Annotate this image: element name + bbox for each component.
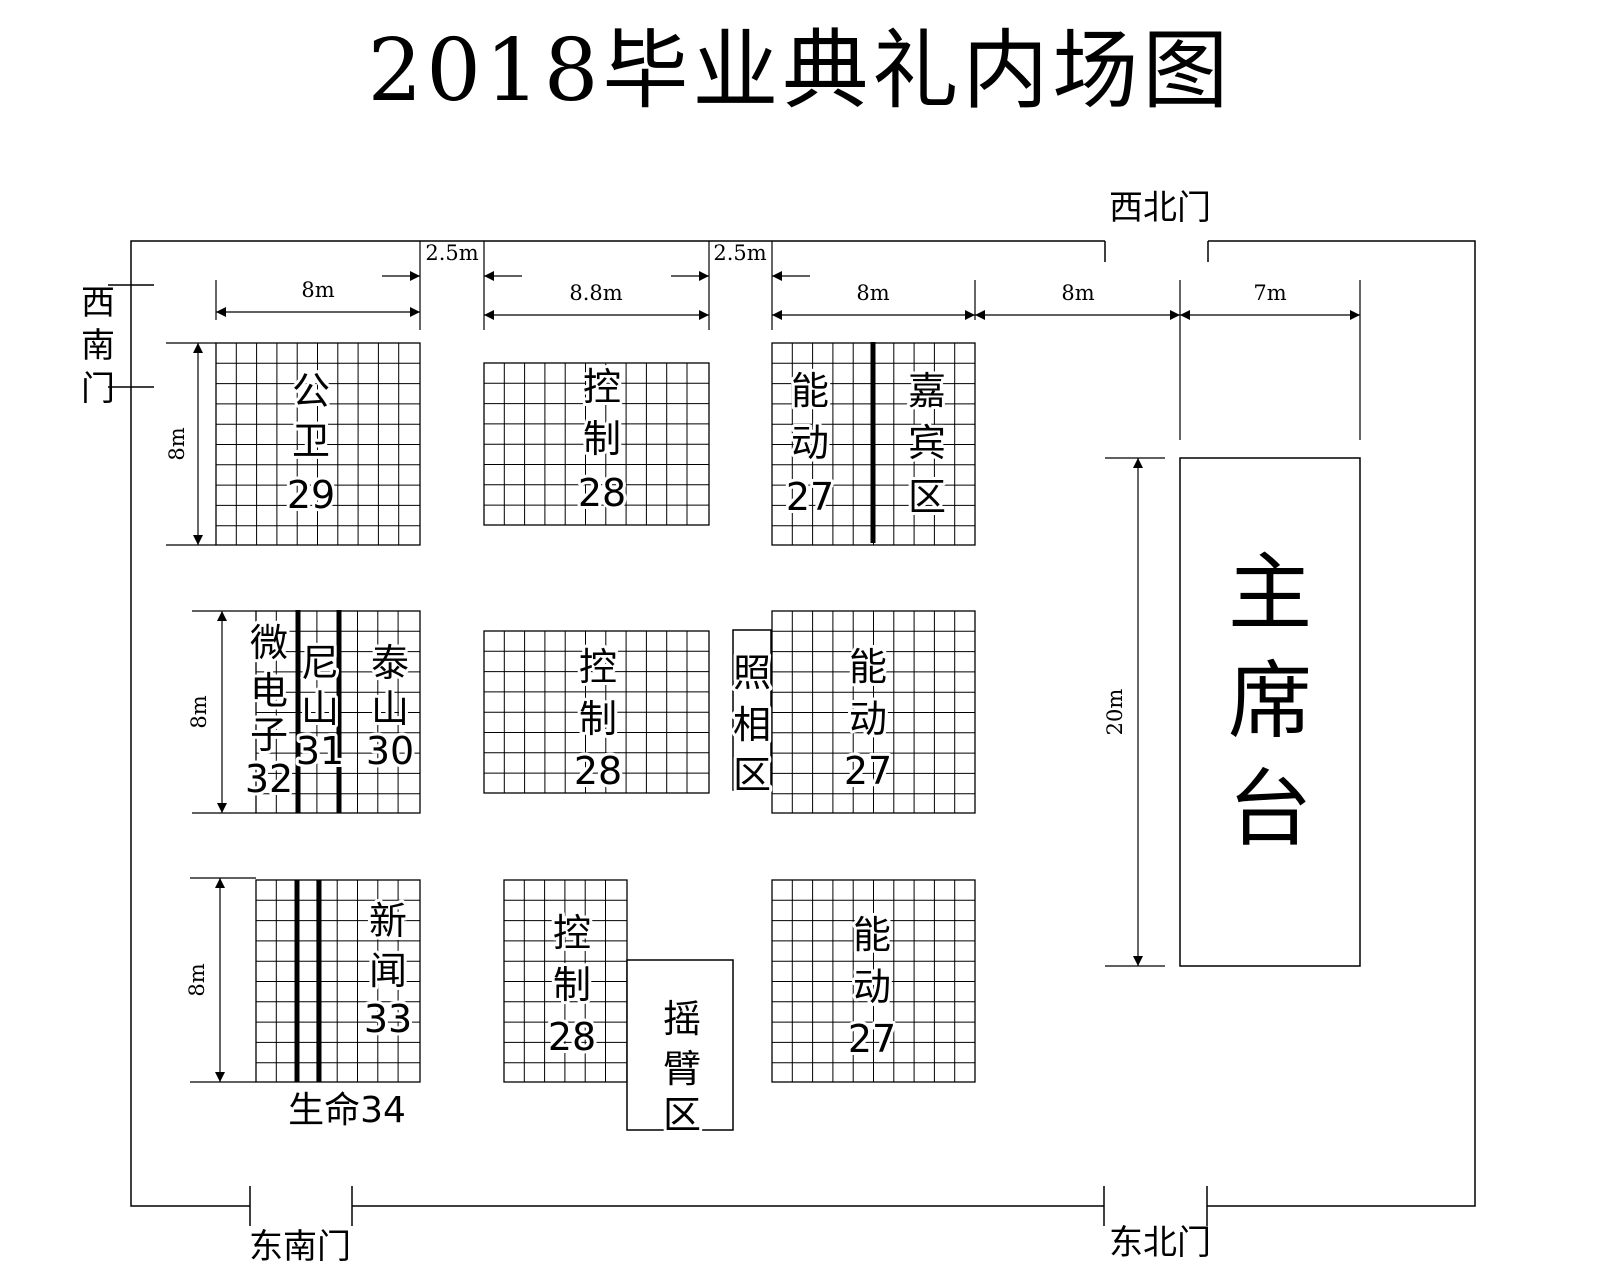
area-yaobi-label: 摇 — [663, 997, 701, 1041]
area-nishan-label: 尼 — [301, 641, 339, 685]
area-nengdong-label: 27 — [844, 749, 892, 793]
crane-zone — [626, 959, 734, 1131]
area-weidianzi-label: 32 — [245, 757, 293, 801]
seating-block-grid — [483, 362, 710, 526]
area-nishan-label: 31 — [296, 729, 344, 773]
gate-southwest-char: 西 — [81, 283, 115, 323]
area-jiabin-label: 宾 — [908, 421, 946, 465]
gate-southwest-char: 门 — [81, 369, 115, 409]
area-nengdong-label: 动 — [791, 421, 829, 465]
dimension-label: 8m — [165, 427, 189, 460]
area-gongwei-label: 公 — [292, 369, 330, 413]
seating-block-grid — [771, 879, 976, 1083]
area-kongzhi-label: 控 — [579, 645, 617, 689]
area-xinwen-label: 33 — [364, 997, 412, 1041]
area-weidianzi-label: 微 — [250, 621, 288, 665]
area-kongzhi-label: 制 — [583, 417, 621, 461]
stage-label: 席 — [1228, 652, 1312, 750]
area-gongwei-label: 29 — [287, 473, 335, 517]
area-xinwen-label: 新 — [369, 899, 407, 943]
venue-boundary — [108, 240, 1476, 1226]
dimension-label: 8m — [1061, 281, 1094, 305]
area-zhaoxiang-label: 相 — [733, 703, 771, 747]
area-nengdong-label: 27 — [786, 475, 834, 519]
gate-northeast-label: 东北门 — [1109, 1223, 1211, 1263]
seating-block-grid — [771, 610, 976, 814]
area-nengdong-label: 动 — [849, 697, 887, 741]
dimension-label: 8.8m — [569, 281, 622, 305]
gate-southwest-char: 南 — [81, 326, 115, 366]
dimension-label: 8m — [185, 963, 209, 996]
gate-northwest-label: 西北门 — [1109, 188, 1211, 228]
area-gongwei-label: 卫 — [292, 419, 330, 463]
area-nengdong-label: 动 — [853, 965, 891, 1009]
dimension-label: 8m — [187, 695, 211, 728]
area-jiabin-label: 区 — [908, 475, 946, 519]
area-kongzhi-label: 28 — [578, 471, 626, 515]
page-title: 2018毕业典礼内场图 — [367, 21, 1233, 121]
area-nengdong-label: 27 — [848, 1017, 896, 1061]
dimension-label: 7m — [1253, 281, 1286, 305]
area-nengdong-label: 能 — [791, 369, 829, 413]
dimension-label: 8m — [856, 281, 889, 305]
area-yaobi-label: 区 — [663, 1093, 701, 1137]
gate-southeast-label: 东南门 — [249, 1227, 351, 1267]
area-xinwen-label: 闻 — [369, 949, 407, 993]
dimension-label: 2.5m — [713, 241, 766, 265]
dimension-label: 8m — [301, 278, 334, 302]
stage-label: 主 — [1228, 544, 1312, 642]
area-yaobi-label: 臂 — [663, 1047, 701, 1091]
block-dividers — [294, 342, 876, 1082]
area-taishan-label: 30 — [366, 729, 414, 773]
area-nengdong-label: 能 — [849, 645, 887, 689]
area-jiabin-label: 嘉 — [908, 369, 946, 413]
area-nishan-label: 山 — [301, 687, 339, 731]
area-kongzhi-label: 控 — [583, 365, 621, 409]
area-taishan-label: 山 — [371, 687, 409, 731]
photo-zone — [732, 629, 772, 791]
area-labels: 公 卫 29 控 制 28 能 动 27 嘉 宾 区 微 电 子 32 尼 山 … — [242, 362, 949, 1140]
dimension-label: 20m — [1103, 689, 1127, 736]
area-weidianzi-label: 子 — [250, 713, 288, 757]
area-zhaoxiang-label: 区 — [733, 753, 771, 797]
seating-block-grid — [255, 879, 421, 1083]
seating-block-grid — [483, 630, 710, 794]
area-kongzhi-label: 制 — [579, 697, 617, 741]
dimension-lines — [166, 241, 1361, 1083]
area-nengdong-label: 能 — [853, 913, 891, 957]
area-kongzhi-label: 控 — [553, 911, 591, 955]
area-kongzhi-label: 28 — [548, 1015, 596, 1059]
seating-block-grid — [215, 342, 421, 546]
area-shengming-label: 生命34 — [288, 1090, 406, 1131]
area-weidianzi-label: 电 — [250, 669, 288, 713]
stage-label: 台 — [1228, 760, 1312, 858]
area-zhaoxiang-label: 照 — [733, 651, 771, 695]
area-taishan-label: 泰 — [371, 641, 409, 685]
seating-block-grid — [503, 879, 628, 1083]
dimension-label: 2.5m — [425, 241, 478, 265]
area-kongzhi-label: 制 — [553, 963, 591, 1007]
stage — [1179, 457, 1361, 967]
area-kongzhi-label: 28 — [574, 749, 622, 793]
